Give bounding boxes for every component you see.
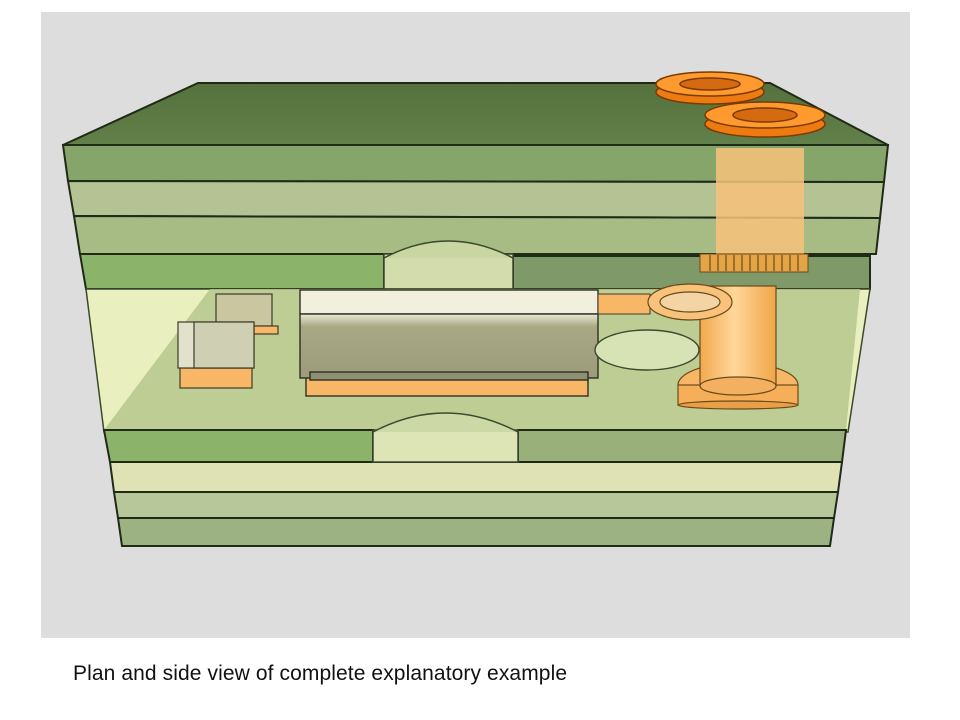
- lower-board-hole: [372, 412, 519, 463]
- via-ring-front: [704, 101, 826, 138]
- ic-package: [299, 289, 599, 397]
- via-ring-rear: [655, 71, 765, 105]
- lower-layer-4: [116, 517, 836, 547]
- via-barrel-upper: [699, 148, 809, 273]
- upper-board-hole: [383, 240, 514, 290]
- core-hole: [594, 329, 700, 371]
- board-layer-4-left: [78, 253, 385, 290]
- lower-layer-1-right: [517, 429, 848, 463]
- lower-board-stack: [102, 429, 848, 547]
- small-capacitor-front: [177, 321, 255, 389]
- board-layer-3: [72, 214, 882, 255]
- plated-via: [647, 283, 799, 410]
- lower-layer-2: [108, 461, 844, 493]
- lower-layer-3: [112, 491, 840, 519]
- figure-caption: Plan and side view of complete explanato…: [73, 662, 568, 685]
- upper-board-stack: [61, 82, 890, 290]
- lower-layer-1-left: [102, 429, 374, 463]
- pad-strip: [597, 293, 651, 315]
